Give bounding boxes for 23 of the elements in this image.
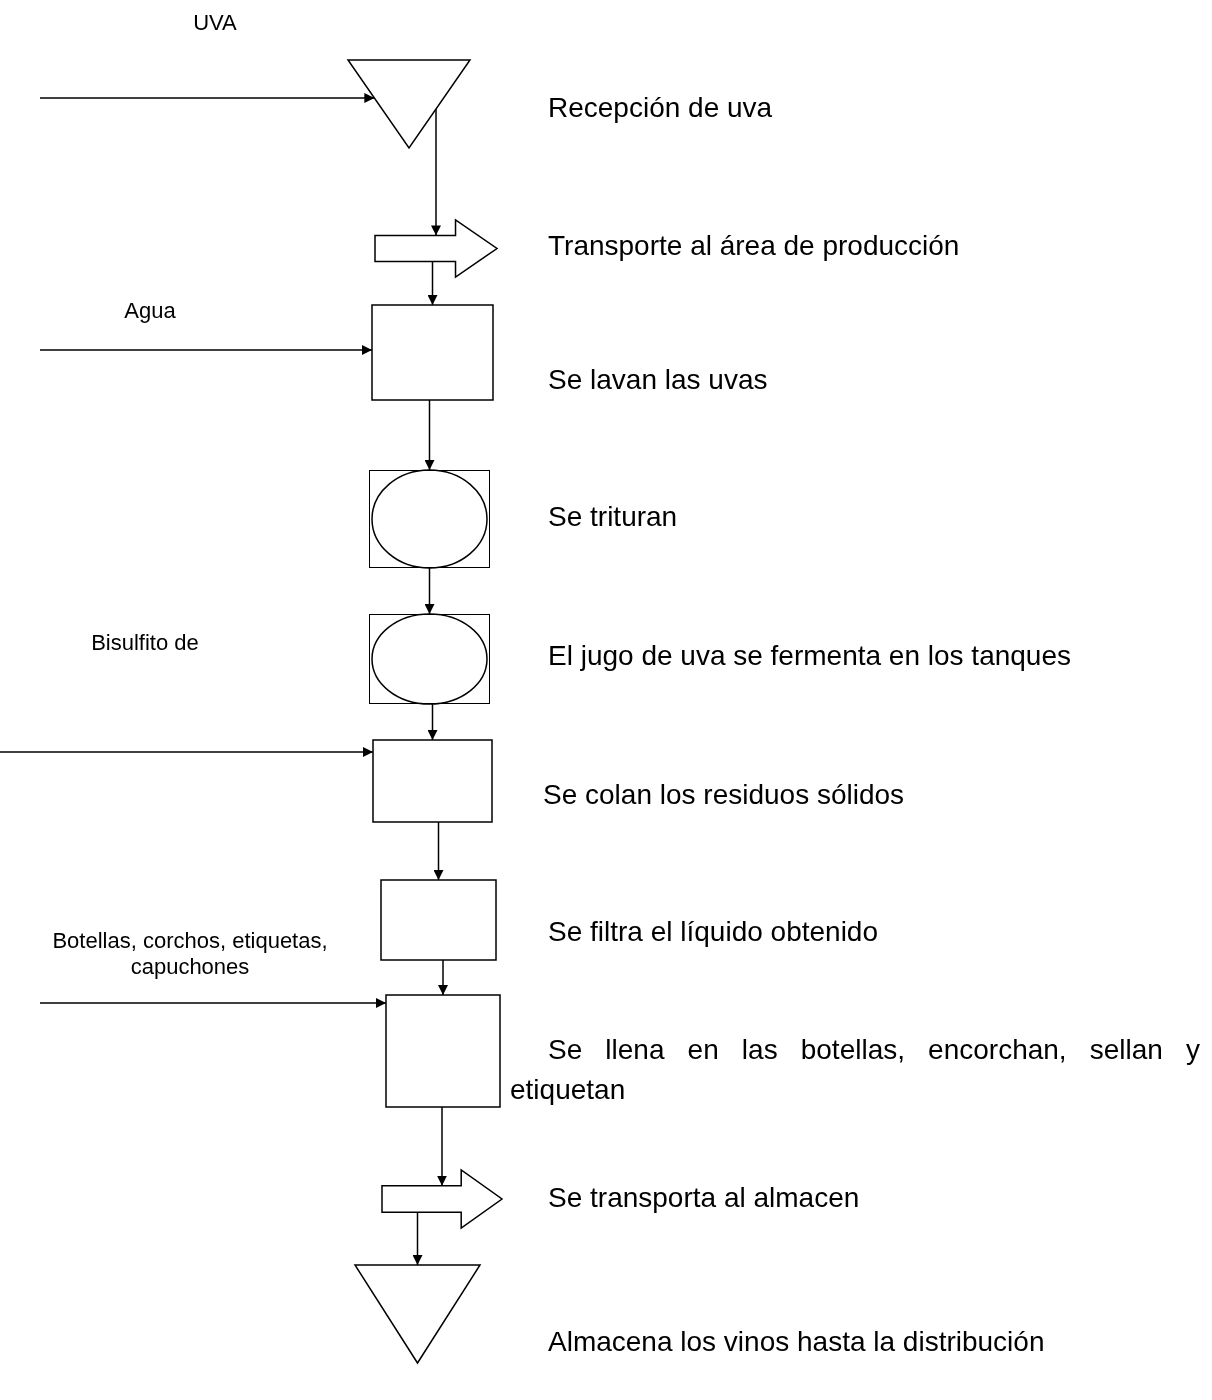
arrow [427, 703, 438, 741]
arrow [437, 1106, 447, 1187]
step-description: Se transporta al almacen [548, 1181, 861, 1215]
arrow [424, 399, 435, 471]
arrow [39, 345, 373, 355]
arrow [424, 567, 435, 615]
step-description: Almacena los vinos hasta la distribución [548, 1325, 1046, 1359]
step-description: El jugo de uva se fermenta en los tanques [548, 639, 1072, 673]
step-description: Se filtra el líquido obtenido [548, 915, 879, 949]
step-description: Se llena en las botellas, encorchan, sellan y etiquetan [510, 1033, 1200, 1107]
arrow [438, 959, 448, 996]
arrow [412, 1211, 423, 1266]
step-description: Se lavan las uvas [548, 363, 769, 397]
step-description: Recepción de uva [548, 91, 774, 125]
step-description: Se trituran [548, 500, 679, 534]
step-description: Transporte al área de producción [548, 229, 961, 263]
step-description: Se colan los residuos sólidos [543, 778, 906, 812]
arrow [427, 260, 438, 306]
arrow [39, 93, 376, 103]
arrow [433, 821, 444, 881]
arrow [431, 108, 441, 237]
arrow [39, 998, 387, 1008]
arrow [0, 747, 374, 757]
